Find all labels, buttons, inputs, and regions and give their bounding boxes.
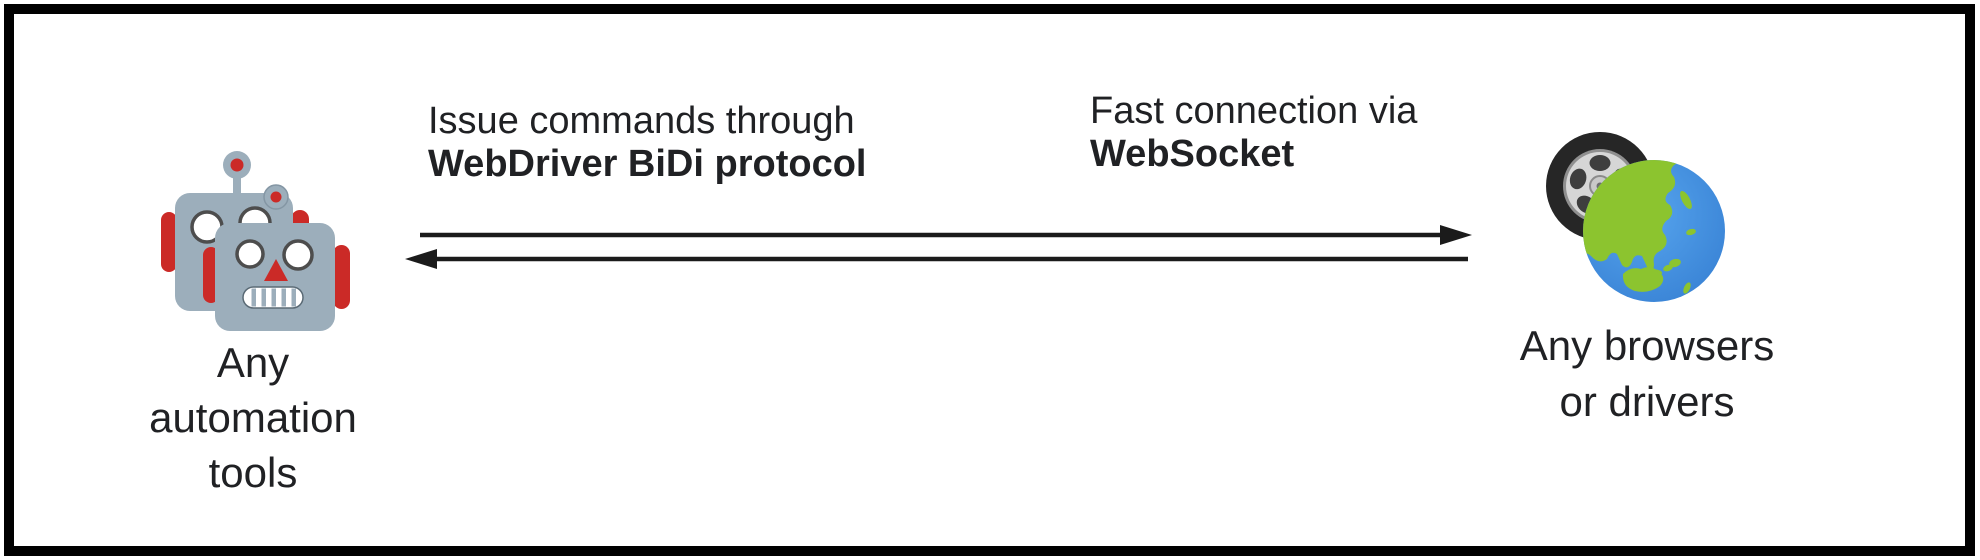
robots-icon: [161, 151, 350, 331]
browsers-drivers-label: Any browsers or drivers: [1457, 318, 1837, 430]
front-robot-right-ear: [333, 245, 350, 309]
annotation-line-bold: WebSocket: [1090, 133, 1295, 175]
arrow-right: [420, 225, 1472, 245]
front-robot-left-eye: [235, 239, 265, 269]
caption-line: tools: [208, 449, 298, 496]
front-robot-mouth-grill: [251, 288, 296, 307]
annotation-line: Fast connection via: [1090, 90, 1418, 132]
bidirectional-arrows: [405, 225, 1472, 269]
caption-line: or drivers: [1559, 378, 1735, 425]
front-robot-nose: [264, 259, 288, 281]
arrow-right-head: [1440, 225, 1472, 245]
automation-tools-label: Any automation tools: [100, 335, 406, 500]
globe-with-tire-icon: [1546, 132, 1725, 302]
websocket-annotation: Fast connection via WebSocket: [1090, 90, 1417, 176]
annotation-line-bold: WebDriver BiDi protocol: [428, 143, 867, 185]
caption-line: Any browsers: [1519, 322, 1775, 369]
annotation-line: Issue commands through: [428, 100, 855, 142]
arrow-left-head: [405, 249, 437, 269]
front-robot-right-eye: [282, 239, 314, 271]
caption-line: automation: [149, 394, 357, 441]
diagram-frame: [4, 4, 1975, 556]
bidi-protocol-annotation: Issue commands through WebDriver BiDi pr…: [428, 100, 866, 186]
back-robot-left-ear: [161, 212, 177, 272]
caption-line: Any: [216, 339, 290, 386]
arrow-left: [405, 249, 1468, 269]
